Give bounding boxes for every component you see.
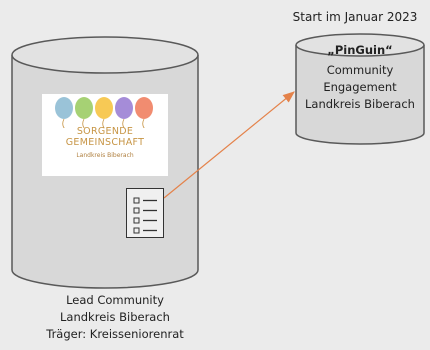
lead-caption-line-1: Lead Community	[66, 293, 164, 307]
start-date-label: Start im Januar 2023	[292, 10, 418, 24]
pinguin-line-3: Landkreis Biberach	[305, 97, 415, 111]
balloon-4	[135, 97, 153, 119]
balloon-3	[115, 97, 133, 119]
balloons-icon	[55, 97, 153, 138]
checklist-icon	[126, 188, 164, 238]
pinguin-label: „PinGuin“ Community Engagement Landkreis…	[298, 42, 422, 113]
logo-line-1: SORGENDE	[76, 126, 134, 137]
pinguin-title: „PinGuin“	[327, 43, 393, 57]
sorgende-gemeinschaft-logo: SORGENDE GEMEINSCHAFT Landkreis Biberach	[42, 94, 168, 176]
balloon-2	[95, 97, 113, 119]
pinguin-line-2: Engagement	[323, 80, 397, 94]
balloon-1	[75, 97, 93, 119]
balloon-0	[55, 97, 73, 119]
lead-caption-line-2: Landkreis Biberach	[60, 310, 170, 324]
pinguin-cylinder	[295, 33, 425, 145]
logo-line-2: GEMEINSCHAFT	[65, 137, 145, 148]
connection-arrow	[163, 91, 295, 199]
logo-subtitle: Landkreis Biberach	[76, 152, 134, 159]
lead-community-caption: Lead Community Landkreis Biberach Träger…	[20, 292, 210, 343]
pinguin-line-1: Community	[326, 63, 394, 77]
lead-caption-line-3: Träger: Kreisseniorenrat	[46, 327, 184, 341]
